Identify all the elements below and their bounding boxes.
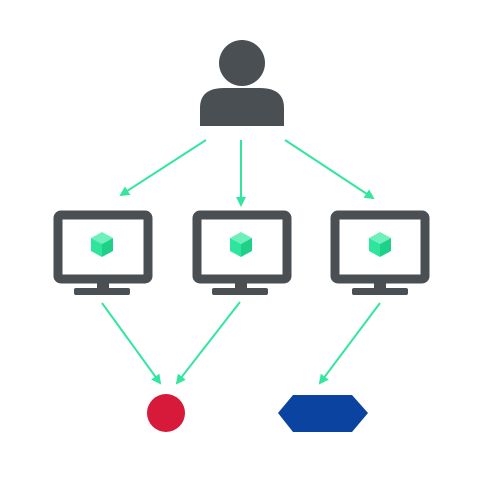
computer-3 [330, 210, 430, 295]
edge-user-to-computer-1 [119, 139, 207, 197]
cube-icon [230, 232, 252, 257]
cube-icon [91, 232, 113, 257]
computer-2 [192, 210, 292, 295]
edge-computer-1-to-circle [101, 302, 162, 385]
edges [101, 139, 381, 385]
user-icon [200, 40, 284, 126]
cube-icon [369, 232, 391, 257]
edge-computer-3-to-hexagon [318, 302, 381, 385]
monitor-icon [330, 210, 430, 295]
edge-computer-2-to-circle [175, 301, 241, 385]
computer-1 [53, 210, 153, 295]
monitor-icon [192, 210, 292, 295]
edge-user-to-computer-3 [284, 139, 375, 200]
circle-icon [147, 394, 185, 432]
monitor-icon [53, 210, 153, 295]
hexagon-icon [278, 395, 368, 432]
